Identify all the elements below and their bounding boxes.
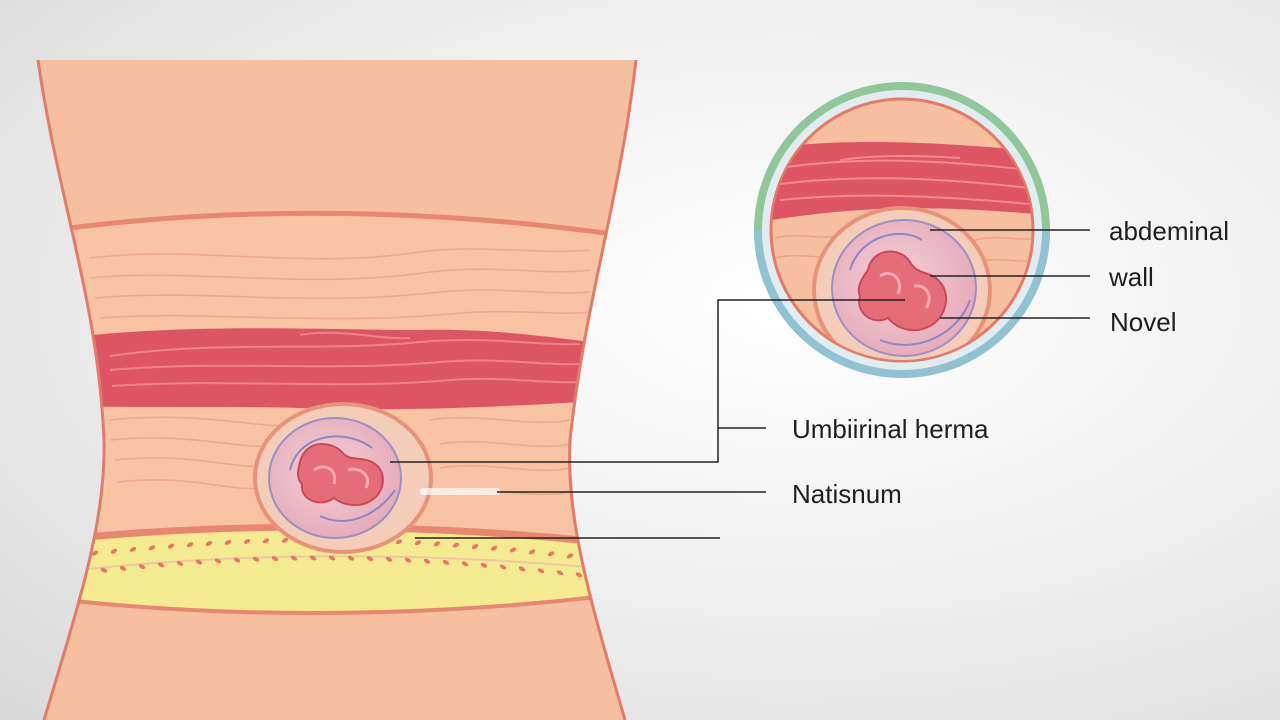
fat-dot xyxy=(290,555,298,561)
fat-dot xyxy=(566,553,574,559)
fat-dot xyxy=(205,541,213,546)
fat-dot xyxy=(91,550,99,556)
fat-dot xyxy=(328,555,336,561)
fat-dot xyxy=(366,556,374,562)
fat-dot xyxy=(214,558,222,564)
fat-dot xyxy=(423,558,431,564)
fat-dot xyxy=(547,551,555,557)
fat-dot xyxy=(395,539,403,545)
fat-dot xyxy=(233,557,241,563)
herniated-tissue xyxy=(297,442,384,506)
fat-dot xyxy=(262,538,270,544)
fat-dot xyxy=(243,539,251,544)
fat-dot xyxy=(347,555,355,561)
fat-dot xyxy=(537,568,545,574)
fat-dot xyxy=(385,556,393,562)
muscle-band xyxy=(38,328,636,410)
fat-dot xyxy=(110,548,118,554)
fat-dot xyxy=(157,562,165,568)
fat-dot xyxy=(556,570,564,576)
fat-dot xyxy=(119,565,127,571)
fat-dot xyxy=(195,559,203,565)
fat-dot xyxy=(167,543,175,549)
fat-dot xyxy=(461,561,469,567)
fat-band xyxy=(38,526,636,615)
fat-dot xyxy=(252,556,260,562)
fat-dot xyxy=(518,566,526,572)
fat-dot xyxy=(442,559,450,565)
fat-dot xyxy=(480,562,488,568)
fat-dot xyxy=(224,539,232,545)
fat-dot xyxy=(148,545,156,551)
label-wall: wall xyxy=(1109,262,1154,292)
fat-dot xyxy=(281,537,289,543)
zoom-herniated-tissue xyxy=(857,250,948,332)
label-natisnum: Natisnum xyxy=(792,479,902,509)
fat-dot xyxy=(129,546,137,552)
fat-dot xyxy=(176,560,184,566)
fat-dot xyxy=(414,540,422,546)
label-abdominal: abdeminal xyxy=(1109,216,1229,246)
fat-dot xyxy=(509,547,517,553)
label-navel: Novel xyxy=(1110,307,1177,337)
fat-dot xyxy=(404,557,412,563)
umbilical-hernia xyxy=(253,402,500,554)
label-umbilical-hernia: Umbiirinal herma xyxy=(792,414,989,444)
fat-dot xyxy=(433,541,441,547)
fat-dot xyxy=(186,542,194,548)
zoom-inset xyxy=(754,82,1050,378)
leader-hernia xyxy=(390,299,905,463)
fat-dot xyxy=(499,564,507,570)
fat-dot xyxy=(575,572,583,578)
fat-dot xyxy=(490,545,498,551)
leader-lines xyxy=(390,229,1090,539)
torso xyxy=(36,59,638,720)
fat-dot xyxy=(100,567,108,573)
fat-dot xyxy=(471,544,479,550)
fat-dot xyxy=(309,555,317,561)
fat-dot xyxy=(528,549,536,555)
torso-outline xyxy=(36,59,638,720)
muscle-fibers xyxy=(109,331,581,387)
fat-dot xyxy=(452,542,460,548)
fat-dot xyxy=(271,556,279,562)
tissue-fibers xyxy=(89,248,591,496)
fat-dot xyxy=(138,564,146,570)
